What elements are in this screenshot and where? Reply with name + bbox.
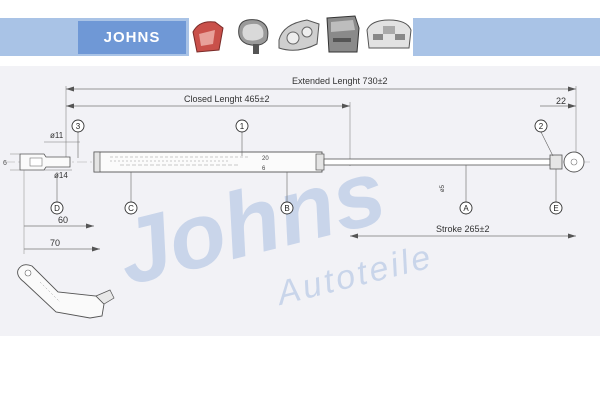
callout-e-label: E: [553, 204, 558, 213]
side-mirror-icon[interactable]: [233, 10, 277, 58]
dia14-label: ø14: [54, 171, 68, 180]
cylinder-body: [93, 151, 323, 173]
callout-b-label: B: [284, 204, 289, 213]
bracket-tab: [95, 289, 115, 305]
rear-lamp-icon[interactable]: [189, 10, 233, 58]
arrowhead: [66, 103, 74, 109]
front-bumper-icon[interactable]: [365, 10, 413, 58]
arrowhead: [350, 233, 358, 239]
callout-leader: [540, 131, 554, 157]
callout-c-label: C: [128, 204, 134, 213]
brand-logo[interactable]: JOHNS: [103, 29, 161, 46]
dim70-label: 70: [50, 238, 60, 248]
callout-c-circle: [124, 201, 138, 215]
bracket-side-view: [17, 264, 105, 319]
drawing-canvas: Johns Autoteile Extended Lenght 730±2 Cl…: [3, 76, 590, 319]
arrowhead: [342, 103, 350, 109]
left-mount-eye: [19, 153, 71, 171]
cylinder-cap-left: [93, 151, 101, 173]
mount-slot: [29, 157, 43, 167]
dim60-label: 60: [58, 215, 68, 225]
rod-dia-label: ø5: [440, 184, 446, 192]
piston-rod: [323, 158, 551, 166]
right-end-fitting: [549, 154, 563, 170]
callout-a-label: A: [463, 204, 469, 213]
arrowhead: [568, 103, 576, 109]
header-bar: JOHNS: [0, 0, 600, 58]
body-dia-inner: 6: [262, 166, 266, 172]
dia11-label: ø11: [50, 131, 64, 140]
brand-box: [78, 21, 186, 54]
callout-1-label: 1: [240, 122, 245, 131]
body-dia-label: 20: [262, 156, 269, 162]
bracket-hidden-line: [39, 281, 61, 303]
technical-drawing: Johns Autoteile Extended Lenght 730±2 Cl…: [0, 66, 600, 336]
callout-1-circle: [235, 119, 249, 133]
arrowhead: [86, 223, 94, 229]
callout-2-label: 2: [539, 122, 544, 131]
callout-3-label: 3: [76, 122, 81, 131]
stroke-label: Stroke 265±2: [436, 224, 489, 234]
callout-b-circle: [280, 201, 294, 215]
end-offset-label: 22: [556, 96, 566, 106]
extended-length-label: Extended Lenght 730±2: [292, 76, 388, 86]
arrowhead: [92, 246, 100, 252]
cylinder-cap-right: [315, 153, 325, 171]
callout-2-circle: [534, 119, 548, 133]
closed-length-label: Closed Lenght 465±2: [184, 94, 270, 104]
ball-socket-hole: [570, 158, 578, 166]
callout-3-circle: [71, 119, 85, 133]
callout-e-circle: [549, 201, 563, 215]
thumbnail-strip: [189, 10, 413, 58]
callout-a-circle: [459, 201, 473, 215]
headlamp-icon[interactable]: [277, 10, 321, 58]
arrowhead: [568, 86, 576, 92]
callout-d-circle: [50, 201, 64, 215]
arrowhead: [568, 233, 576, 239]
bracket-hole: [24, 269, 32, 277]
arrowhead: [66, 86, 74, 92]
left-height-label: 6: [3, 160, 7, 167]
door-panel-icon[interactable]: [321, 10, 365, 58]
callout-d-label: D: [54, 204, 60, 213]
